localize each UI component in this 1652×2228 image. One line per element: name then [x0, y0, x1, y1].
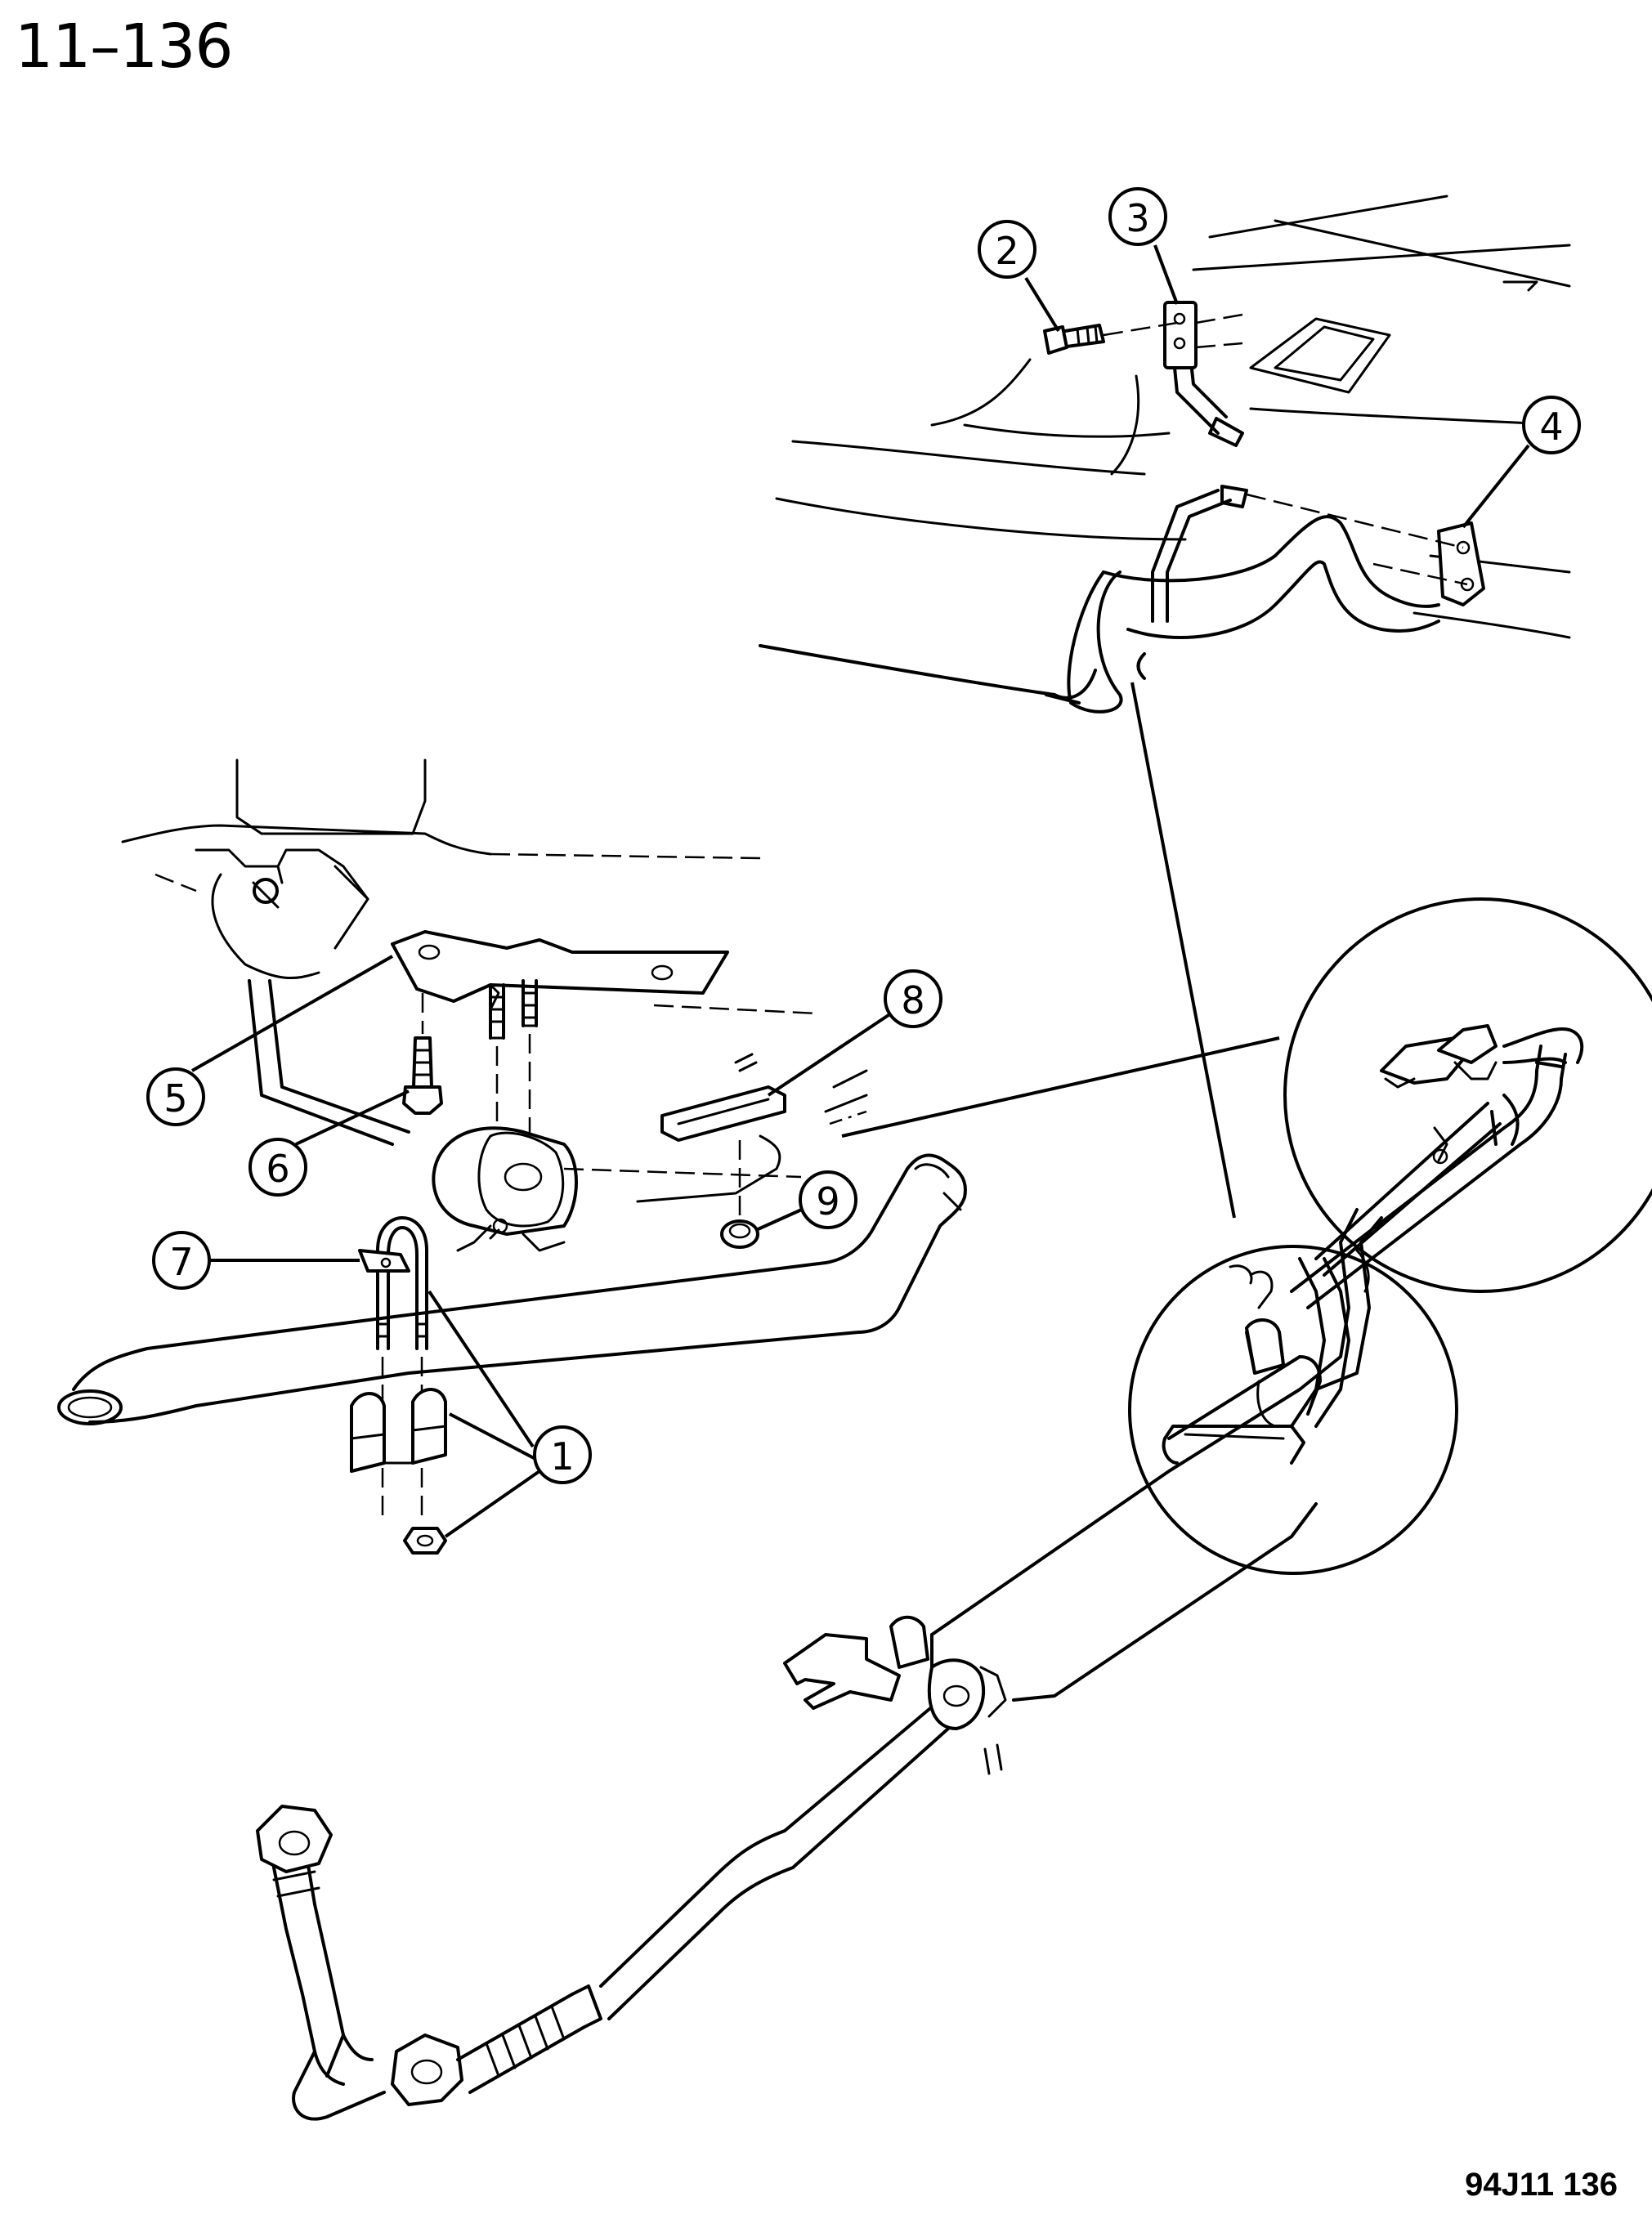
svg-text:4: 4	[1539, 405, 1563, 449]
callout-1: 1	[428, 1290, 592, 1538]
callout-8: 8	[767, 969, 942, 1097]
exhaust-system-assembly	[256, 1045, 1567, 2121]
callout-3: 3	[1108, 187, 1179, 305]
muffler-hanger-detail	[57, 758, 967, 1555]
svg-text:5: 5	[163, 1076, 187, 1121]
callout-2: 2	[978, 220, 1060, 333]
svg-text:6: 6	[266, 1147, 289, 1191]
svg-text:8: 8	[901, 978, 924, 1022]
svg-text:9: 9	[816, 1179, 839, 1224]
page-number: 11–136	[15, 11, 233, 82]
callout-5: 5	[146, 955, 393, 1126]
callout-4: 4	[1462, 396, 1581, 529]
svg-text:2: 2	[995, 229, 1019, 273]
svg-text:3: 3	[1126, 196, 1149, 240]
callout-6: 6	[248, 1089, 410, 1197]
callout-7: 7	[152, 1231, 360, 1290]
magnifier-upper	[1283, 897, 1652, 1293]
svg-text:7: 7	[169, 1240, 193, 1284]
tailpipe-hanger-detail	[759, 195, 1571, 714]
svg-text:1: 1	[550, 1434, 574, 1479]
callout-9: 9	[755, 1170, 857, 1232]
figure-code: 94J11 136	[1465, 2167, 1618, 2203]
magnifier-lower	[1128, 1245, 1458, 1575]
